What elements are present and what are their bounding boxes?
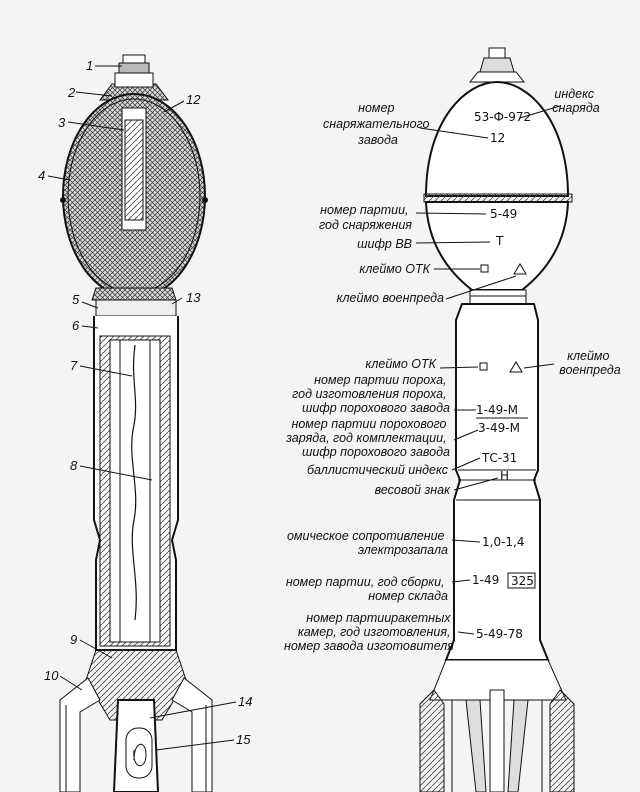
part-number: 4 <box>38 168 45 183</box>
marking-assembly: 1-49 <box>472 573 499 587</box>
part-number: 12 <box>186 92 201 107</box>
marking-plant: 12 <box>490 131 505 145</box>
part-number: 2 <box>67 85 76 100</box>
part-number: 1 <box>86 58 93 73</box>
part-number: 7 <box>70 358 78 373</box>
label-explosive: шифр ВВ <box>357 237 412 251</box>
part-number: 15 <box>236 732 251 747</box>
warhead-ogive <box>424 80 570 197</box>
label-weight: весовой знак <box>375 483 452 497</box>
label-ballistic: баллистический индекс <box>307 463 449 477</box>
part-number: 9 <box>70 632 77 647</box>
label-otk-head: клеймо ОТК <box>359 262 430 276</box>
tail-fins <box>419 689 575 792</box>
marking-explosive: Т <box>495 234 504 248</box>
label-chamber: номер партииракетных камер, год изготовл… <box>284 611 454 653</box>
section-view: 1 2 3 4 5 6 7 8 9 10 12 13 14 15 <box>38 54 252 792</box>
part-number: 14 <box>238 694 252 709</box>
marking-chamber: 5-49-78 <box>476 627 523 641</box>
marking-lot: 5-49 <box>490 207 517 221</box>
label-fill-lot: номер партии, год снаряжения <box>319 203 412 232</box>
otk-stamp-square <box>480 264 489 273</box>
marking-index: 53-Ф-972 <box>474 110 531 124</box>
motor-body <box>444 303 550 661</box>
label-charge: номер партии порохового заряда, год комп… <box>285 417 450 459</box>
label-ohmic: омическое сопротивление электрозапала <box>287 529 448 557</box>
label-inspector-head: клеймо военпреда <box>337 291 444 305</box>
marking-ohmic: 1,0-1,4 <box>482 535 525 549</box>
tail-section <box>59 649 213 792</box>
exterior-view: 53-Ф-972 12 5-49 Т 1-49-М 3-49-М ТС-31 Н… <box>284 47 621 792</box>
inspector-stamp-triangle <box>509 361 523 373</box>
part-number: 13 <box>186 290 201 305</box>
marking-weight: Н <box>500 469 509 483</box>
part-number: 6 <box>72 318 80 333</box>
marking-charge: 3-49-М <box>478 421 520 435</box>
warhead-belt <box>423 193 573 203</box>
marking-ballistic: ТС-31 <box>481 451 517 465</box>
label-inspector-body: клеймо военпреда <box>559 349 621 377</box>
label-assembly: номер партии, год сборки, номер склада <box>286 575 448 603</box>
part-number: 8 <box>70 458 78 473</box>
label-otk-body: клеймо ОТК <box>365 357 436 371</box>
inspector-stamp-triangle <box>513 263 527 275</box>
otk-stamp-square <box>479 362 488 371</box>
warehouse-box <box>507 572 536 589</box>
marking-warehouse: 325 <box>511 574 534 588</box>
marking-powder: 1-49-М <box>476 403 518 417</box>
label-plant: номер снаряжательного завода <box>323 101 433 147</box>
label-powder: номер партии пороха, год изготовления по… <box>292 373 450 415</box>
label-index: индекс снаряда <box>552 87 599 115</box>
motor-tube-section <box>93 316 179 651</box>
part-number: 10 <box>44 668 59 683</box>
part-number: 3 <box>58 115 66 130</box>
part-number: 5 <box>72 292 80 307</box>
